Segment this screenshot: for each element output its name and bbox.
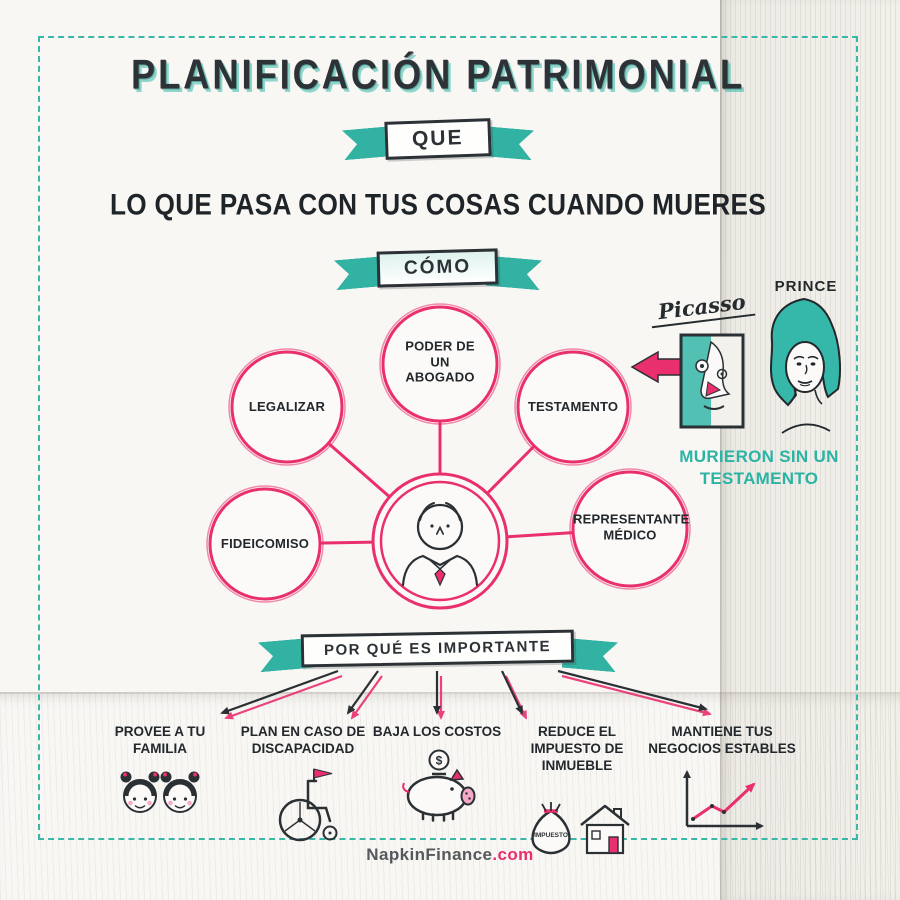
money-bag-house-icon: IMPUESTO — [531, 801, 630, 854]
dashed-border — [38, 36, 858, 840]
picasso-portrait-icon — [679, 333, 745, 429]
node-circles — [208, 305, 689, 610]
family-icon — [120, 771, 200, 813]
footer-domain-suffix: .com — [492, 845, 534, 864]
page-title: PLANIFICACIÓN PATRIMONIAL — [130, 51, 746, 98]
napkin-texture-right — [720, 0, 900, 900]
node-testamento: TESTAMENTO — [527, 399, 619, 415]
benefit-label: PLAN EN CASO DE DISCAPACIDAD — [240, 724, 366, 756]
benefit-label: REDUCE EL IMPUESTO DE INMUEBLE — [530, 724, 624, 773]
coin-dollar-symbol: $ — [436, 753, 443, 767]
node-poder-abogado: PODER DE UN ABOGADO — [405, 338, 475, 385]
benefit-stable-business: MANTIENE TUS NEGOCIOS ESTABLES — [647, 724, 797, 836]
benefit-label: MANTIENE TUS NEGOCIOS ESTABLES — [648, 724, 796, 756]
why-ribbon: POR QUÉ ES IMPORTANTE — [0, 629, 888, 670]
person-icon — [401, 502, 479, 587]
piggy-bank-icon: $ — [402, 749, 476, 822]
napkin-fold-horizontal — [0, 692, 900, 694]
footer-brand: NapkinFinance — [366, 845, 493, 864]
napkin-fold-vertical — [720, 0, 722, 900]
benefit-label: BAJA LOS COSTOS — [372, 724, 502, 739]
node-fideicomiso: FIDEICOMISO — [220, 536, 310, 552]
growth-chart-icon — [683, 769, 764, 830]
money-bag-label: IMPUESTO — [534, 832, 568, 839]
como-ribbon: CÓMO — [0, 248, 888, 288]
mindmap-graphic — [206, 303, 699, 610]
que-statement: LO QUE PASA CON TUS COSAS CUANDO MUERES — [110, 188, 766, 222]
que-ribbon-label: QUE — [384, 118, 492, 160]
estate-planning-mindmap: LEGALIZAR PODER DE UN ABOGADO TESTAMENTO… — [60, 294, 860, 640]
benefit-disability-plan: PLAN EN CASO DE DISCAPACIDAD — [228, 724, 378, 844]
prince-label: PRINCE — [774, 278, 838, 295]
benefit-estate-tax: REDUCE EL IMPUESTO DE INMUEBLE IMPUESTO — [502, 724, 652, 859]
footer: NapkinFinance.com — [0, 845, 900, 865]
why-arrows — [220, 669, 712, 720]
que-ribbon: QUE — [0, 118, 888, 160]
node-representante-medico: REPRESENTANTE MÉDICO — [573, 511, 690, 542]
prince-portrait-icon — [769, 297, 841, 434]
como-ribbon-label: CÓMO — [376, 248, 499, 288]
node-legalizar: LEGALIZAR — [248, 399, 326, 415]
benefit-lower-costs: BAJA LOS COSTOS $ — [362, 724, 512, 823]
benefit-family: PROVEE A TU FAMILIA — [85, 724, 235, 822]
benefit-label: PROVEE A TU FAMILIA — [114, 724, 206, 756]
why-ribbon-label: POR QUÉ ES IMPORTANTE — [301, 629, 575, 668]
died-without-will-caption: MURIERON SIN UN TESTAMENTO — [679, 447, 839, 489]
wheelchair-icon — [278, 768, 338, 841]
